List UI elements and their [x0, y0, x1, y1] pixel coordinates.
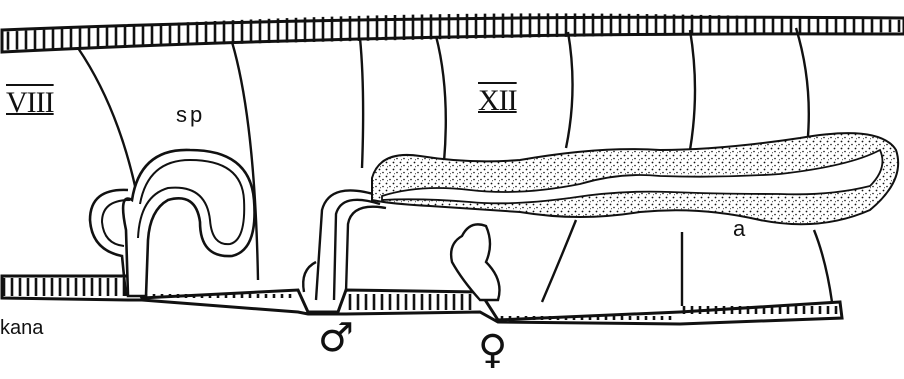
- septum-7: [796, 28, 809, 136]
- stippled-organ-a: [372, 133, 898, 224]
- septum-7b: [814, 230, 832, 302]
- top-body-wall: [2, 13, 904, 52]
- female-organ: [451, 224, 499, 300]
- septum-4: [436, 36, 446, 162]
- septum-1: [78, 48, 138, 200]
- label-sp: sp: [176, 104, 205, 126]
- segment-label-xii: XII: [478, 86, 517, 116]
- septum-3: [360, 38, 363, 168]
- female-symbol: ♀: [478, 330, 507, 370]
- spermatheca: [90, 150, 255, 296]
- septum-5: [566, 32, 573, 148]
- male-duct: [303, 190, 386, 300]
- label-a: a: [733, 218, 745, 240]
- septum-6: [690, 30, 695, 150]
- septum-5b: [542, 220, 576, 302]
- male-symbol: ♂: [318, 318, 354, 358]
- segment-label-viii: VIII: [6, 88, 54, 118]
- label-kana: kana: [0, 318, 43, 338]
